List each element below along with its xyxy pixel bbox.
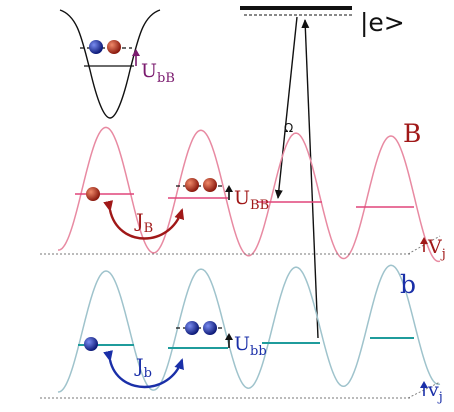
inset-atom-b — [89, 40, 103, 54]
lattice-B-tunneling-label: JB — [134, 210, 153, 236]
coupling-arrow-up — [301, 19, 319, 339]
lattice-b-curve — [57, 264, 441, 393]
lattice-B-tunneling-arrow — [103, 200, 185, 240]
lattice-b-name: b — [400, 270, 416, 299]
lattice-b-atom-3 — [203, 321, 217, 335]
excited-state-label: |e> — [360, 8, 405, 37]
lattice-B-curve — [58, 126, 441, 263]
coupling-label: Ω — [284, 121, 293, 135]
lattice-B-offset-label: Vj — [427, 236, 446, 262]
lattice-B-atom-1 — [86, 187, 100, 201]
inset-well-curve — [59, 9, 161, 119]
lattice-B-atom-3 — [203, 178, 217, 192]
lattice-B-atom-2 — [185, 178, 199, 192]
inset-interaction-label: UbB — [141, 60, 175, 86]
lattice-b-atom-2 — [185, 321, 199, 335]
lattice-b: Ubb Jb b vj — [40, 264, 443, 405]
lattice-b-tunneling-label: Jb — [134, 355, 152, 381]
excited-state: |e> — [240, 6, 405, 37]
lattice-B-name: B — [403, 119, 421, 148]
coupling-arrow-down — [274, 16, 298, 199]
lattice-b-offset-label: vj — [427, 379, 443, 405]
inset-atom-B — [107, 40, 121, 54]
inset-well: UbB — [59, 9, 175, 119]
lattice-b-tunneling-arrow — [103, 350, 184, 389]
lattice-b-interaction-label: Ubb — [234, 333, 267, 359]
lattice-b-atom-1 — [84, 337, 98, 351]
lattice-B: UBB JB B Vj — [40, 119, 446, 263]
lattice-B-interaction-label: UBB — [234, 187, 269, 213]
coupling-arrows: Ω — [274, 16, 319, 339]
